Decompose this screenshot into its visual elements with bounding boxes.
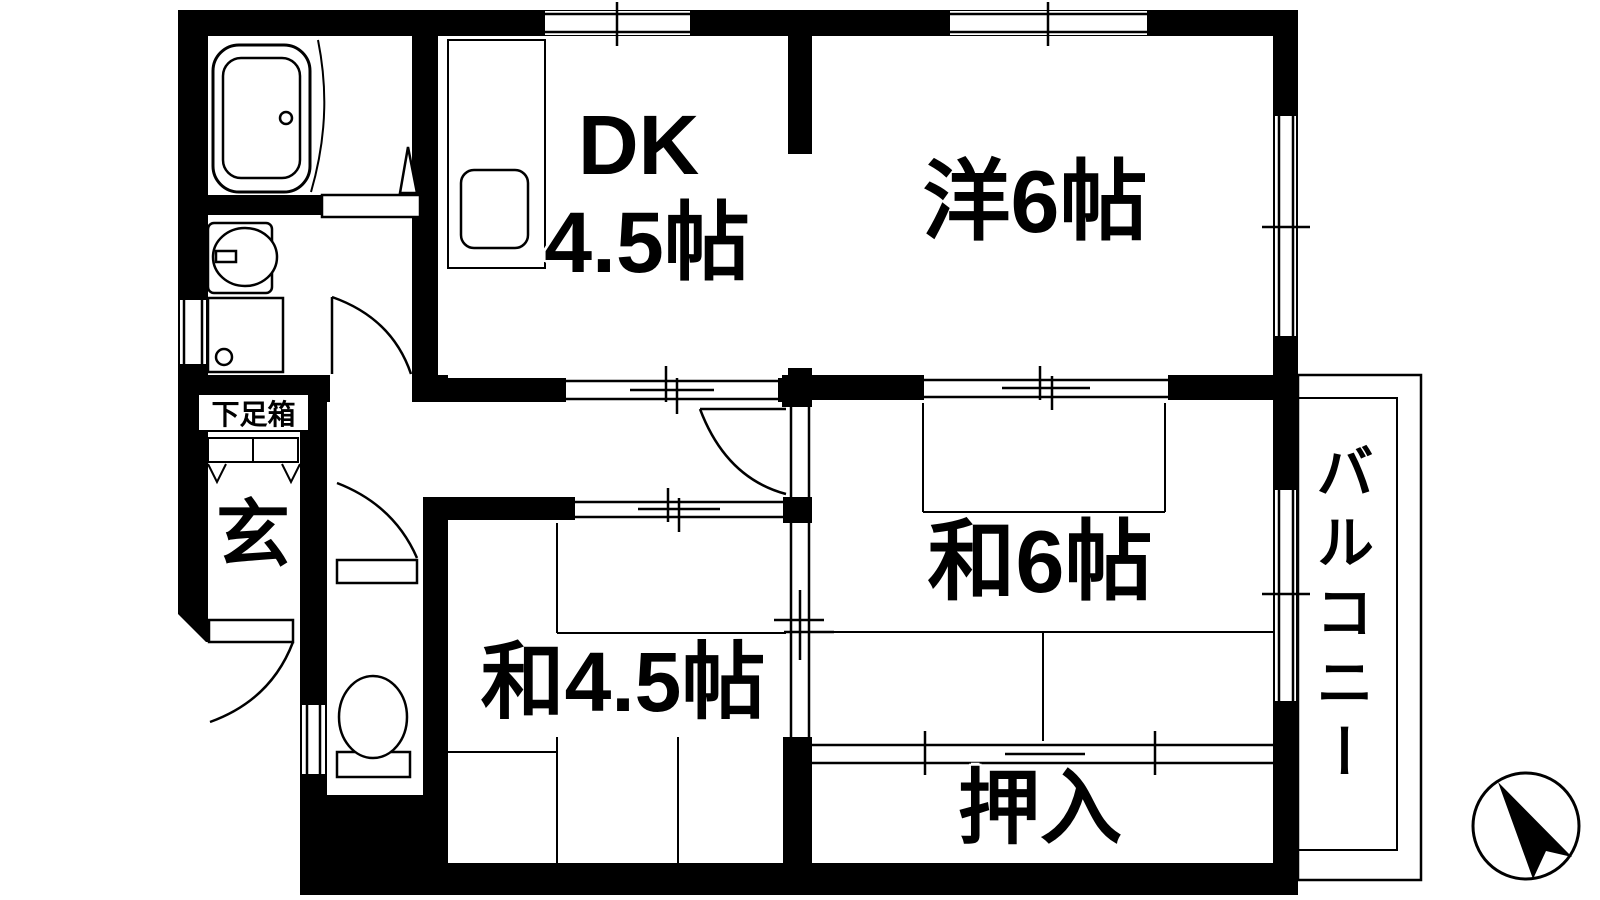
label-closet: 押入 — [957, 763, 1122, 854]
window-yoshitsu-right-icon — [1262, 116, 1310, 336]
wall-wa45-north-w — [423, 497, 575, 520]
balcony-outline — [1296, 373, 1423, 882]
door-washroom-icon — [330, 295, 413, 375]
fixtures — [206, 39, 546, 779]
washbasin-icon — [206, 221, 279, 295]
bath-door-sill-icon — [320, 193, 422, 219]
sliding-door-wa45-hall-icon — [575, 488, 783, 532]
tatami-lines — [448, 403, 1273, 863]
sliding-door-wa45-wa6-icon — [774, 523, 834, 737]
hinged-doors — [207, 295, 787, 724]
window-wa6-balcony-door-icon — [1262, 490, 1310, 701]
label-balcony: バルコニー — [1307, 442, 1372, 792]
wall-dk-west-top — [788, 36, 812, 154]
label-dk: DK — [578, 98, 700, 192]
label-western-room: 洋6帖 — [922, 152, 1148, 251]
wall-bottom — [300, 863, 1298, 895]
wall-wa45-west — [423, 497, 448, 895]
tatami-wa45 — [448, 523, 786, 863]
label-shoe-box: 下足箱 — [197, 393, 310, 432]
label-japanese-room-45: 和4.5帖 — [480, 635, 766, 729]
window-toilet-icon — [302, 705, 325, 774]
sliding-door-yo-wa6-icon — [924, 366, 1168, 410]
door-entrance-icon — [207, 618, 295, 724]
wall-yo-wa-e — [1168, 375, 1273, 400]
shoe-cabinet-icon — [207, 437, 301, 485]
wall-dk-south-w — [436, 378, 566, 402]
wall-genkan-east — [300, 398, 327, 863]
sliding-door-dk-hall-icon — [566, 366, 778, 414]
door-hall-wa6-icon — [698, 407, 787, 496]
wall-chamfer — [178, 614, 206, 642]
sliding-door-oshiire-icon — [812, 731, 1273, 775]
label-entrance: 玄 — [216, 493, 290, 576]
north-arrow-icon — [1471, 771, 1581, 881]
wall-partition-top — [782, 375, 812, 407]
toilet-icon — [335, 674, 412, 779]
wall-wa45-north-e — [783, 497, 812, 523]
wall-bath-divider — [178, 195, 322, 215]
doorway-hall-wa6-icon — [789, 407, 811, 498]
kitchen-sink-icon — [447, 39, 546, 269]
window-washroom-left-icon — [180, 300, 206, 364]
bathtub-icon — [211, 39, 419, 195]
wall-yo-wa-w — [812, 375, 924, 400]
label-japanese-room-6: 和6帖 — [927, 512, 1153, 611]
door-toilet-icon — [335, 481, 419, 585]
sliding-doors — [320, 193, 1273, 775]
tatami-wa6 — [812, 403, 1273, 741]
label-dk-size: 4.5帖 — [544, 195, 750, 291]
windows — [180, 2, 1310, 774]
window-yoshitsu-top-icon — [950, 2, 1147, 46]
window-dk-top-icon — [545, 2, 690, 46]
washing-machine-pan-icon — [206, 296, 285, 374]
wall-partition-bottom — [783, 737, 812, 863]
